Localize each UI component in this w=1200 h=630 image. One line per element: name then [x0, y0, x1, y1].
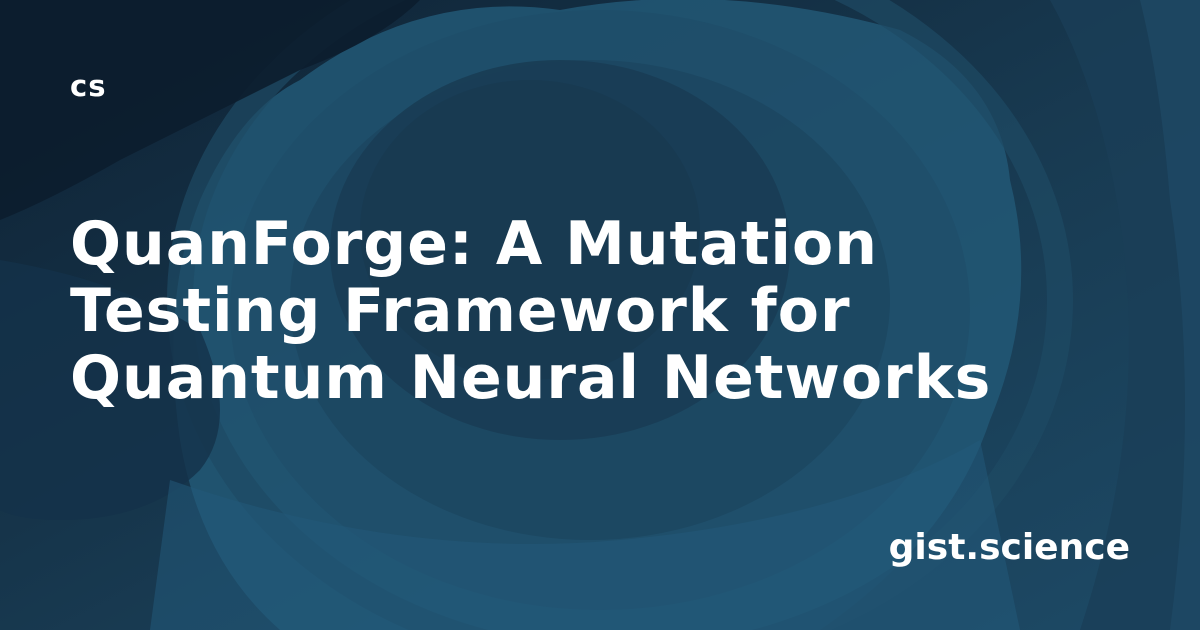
category-label: cs — [70, 69, 107, 103]
site-name: gist.science — [888, 527, 1130, 568]
page-title: QuanForge: A Mutation Testing Framework … — [70, 209, 992, 413]
